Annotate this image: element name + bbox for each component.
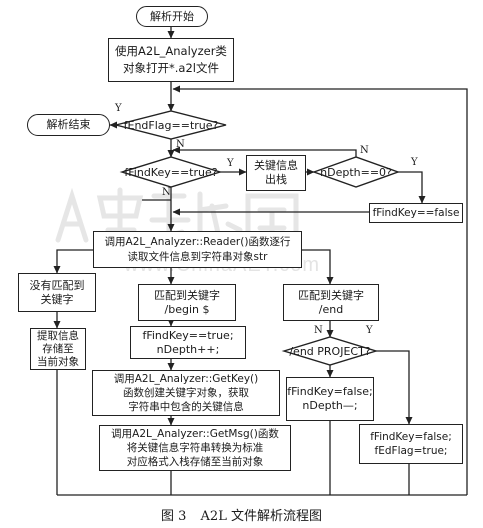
extract-info-step: 提取信息 存储至 当前对象: [30, 328, 86, 370]
label-yes-find: Y: [227, 158, 234, 169]
open-file-step: 使用A2L_Analyzer类 对象打开*.a2l文件: [108, 38, 234, 82]
label-no-project: N: [314, 325, 323, 336]
set-find-true-step: fFindKey==true; nDepth++;: [130, 326, 246, 359]
end-flag-set-step: fFindKey=false; fEdFlag=true;: [359, 424, 463, 464]
label-yes-depth: Y: [411, 157, 418, 168]
caption-title: A2L 文件解析流程图: [200, 509, 322, 524]
pop-key-step: 关键信息 出栈: [246, 155, 306, 191]
figure-caption: 图 3 A2L 文件解析流程图: [0, 505, 483, 524]
label-no-depth: N: [360, 145, 369, 156]
start-node: 解析开始: [136, 6, 208, 27]
label-yes-project: Y: [366, 325, 373, 336]
match-end-step: 匹配到关键字 /end: [283, 284, 379, 321]
label-no-end: N: [176, 139, 185, 150]
end-project-check: /end PROJECT?: [289, 344, 371, 358]
match-begin-step: 匹配到关键字 /begin $: [138, 284, 236, 321]
no-match-step: 没有匹配到 关键字: [18, 273, 96, 312]
depth-check: nDepth==0?: [320, 165, 392, 179]
find-key-check: fFindKey==true?: [124, 165, 218, 179]
label-yes-end: Y: [115, 103, 122, 114]
set-find-false-step: fFindKey==false: [369, 203, 463, 223]
depth-decrement-step: fFindKey=false; nDepth—;: [286, 377, 374, 421]
end-flag-check: fEndFlag==true?: [123, 118, 219, 132]
get-key-step: 调用A2L_Analyzer::GetKey() 函数创建关键字对象，获取 字符…: [92, 370, 280, 416]
read-line-step: 调用A2L_Analyzer::Reader()函数逐行 读取文件信息到字符串对…: [93, 231, 302, 268]
get-msg-step: 调用A2L_Analyzer::GetMsg()函数 将关键信息字符串转换为标准…: [99, 425, 291, 471]
caption-figure-number: 图 3: [161, 509, 187, 524]
parse-end-node: 解析结束: [27, 114, 110, 136]
label-no-find: N: [162, 187, 171, 198]
